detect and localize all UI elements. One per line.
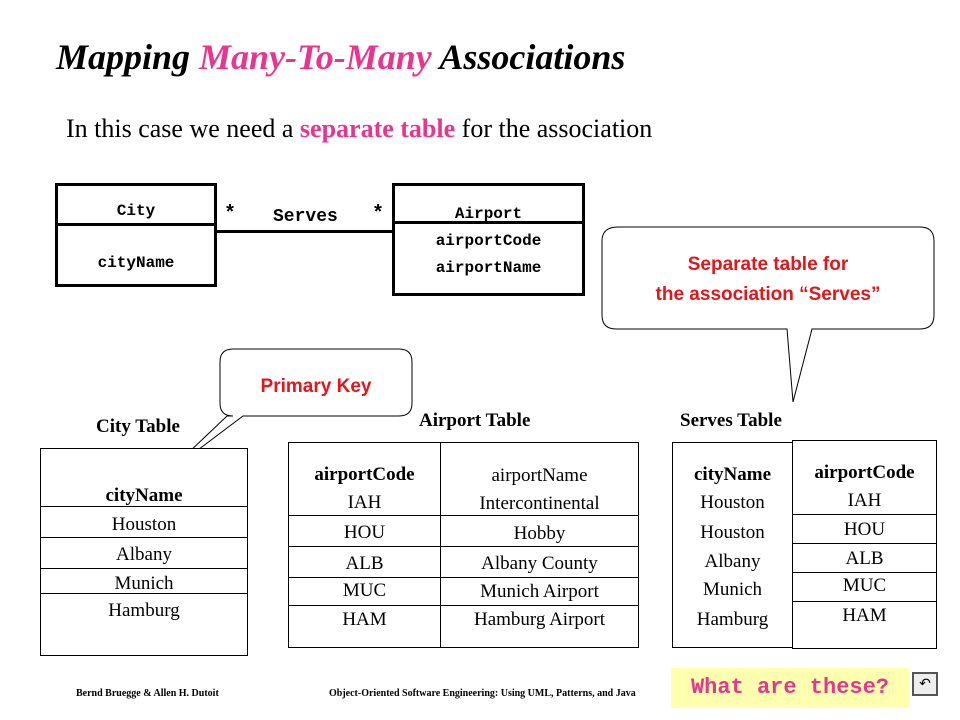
separate-table-bubble — [601, 226, 935, 403]
serves-code-row-5: HAM — [842, 605, 887, 626]
association-label: Serves — [273, 207, 338, 227]
footer-book: Object-Oriented Software Engineering: Us… — [329, 688, 636, 699]
serves-city-row-2: Houston — [700, 522, 765, 543]
serves-code-row-1: IAH — [847, 490, 882, 511]
multiplicity-left: * — [224, 203, 237, 226]
city-table-divider — [41, 506, 247, 507]
city-table-divider — [41, 568, 247, 569]
city-table-divider — [41, 593, 247, 594]
separate-table-callout-line2: the association “Serves” — [655, 284, 881, 305]
airport-code-divider — [289, 515, 440, 516]
association-line — [217, 230, 392, 233]
uml-airport-attr-code: airportCode — [435, 232, 542, 250]
serves-city-column: cityName Houston Houston Albany Munich H… — [672, 442, 793, 648]
uml-airport-attr-name: airportName — [435, 259, 542, 277]
airport-code-divider — [289, 577, 440, 578]
airport-name-row-2: Hobby — [513, 523, 566, 544]
city-row-1: Houston — [111, 514, 177, 535]
airport-table-title: Airport Table — [419, 410, 531, 431]
serves-city-row-3: Albany — [704, 551, 761, 572]
city-table-divider — [41, 537, 247, 538]
return-arrow-icon[interactable]: ↶ — [912, 672, 938, 696]
airport-code-divider — [289, 605, 440, 606]
uml-city-class: City cityName — [55, 183, 217, 287]
airport-code-row-3: ALB — [345, 553, 384, 574]
airport-name-row-4: Munich Airport — [480, 581, 599, 602]
serves-table-title: Serves Table — [680, 410, 782, 431]
airport-name-row-3: Albany County — [481, 553, 598, 574]
uml-city-divider — [58, 223, 214, 226]
airport-name-divider — [441, 577, 638, 578]
city-table: cityName Houston Albany Munich Hamburg — [40, 448, 248, 656]
uml-airport-name: Airport — [454, 205, 523, 223]
serves-code-row-4: MUC — [842, 575, 887, 596]
airport-code-header: airportCode — [314, 464, 415, 485]
city-table-header: cityName — [105, 485, 183, 506]
serves-code-divider — [793, 572, 936, 573]
what-are-these-link[interactable]: What are these? — [671, 668, 909, 708]
airport-code-row-5: HAM — [342, 609, 387, 630]
airport-name-column: airportName Intercontinental Hobby Alban… — [440, 442, 639, 648]
serves-city-row-1: Houston — [700, 492, 765, 513]
uml-city-name: City — [116, 202, 156, 220]
airport-code-row-2: HOU — [343, 522, 386, 543]
serves-city-header: cityName — [693, 464, 772, 485]
city-table-title: City Table — [96, 416, 180, 437]
separate-table-callout-line1: Separate table for — [687, 254, 849, 275]
serves-code-divider — [793, 543, 936, 544]
airport-code-row-4: MUC — [342, 580, 387, 601]
slide-subtitle: In this case we need a separate table fo… — [66, 114, 653, 143]
airport-name-row-1: Intercontinental — [479, 493, 600, 514]
uml-city-attr: cityName — [97, 254, 175, 272]
city-row-4: Hamburg — [108, 600, 180, 621]
airport-name-divider — [441, 546, 638, 547]
serves-city-row-4: Munich — [702, 579, 763, 600]
footer-authors: Bernd Bruegge & Allen H. Dutoit — [76, 688, 219, 699]
serves-code-header: airportCode — [814, 462, 915, 483]
airport-name-row-5: Hamburg Airport — [473, 609, 606, 630]
serves-code-column: airportCode IAH HOU ALB MUC HAM — [792, 440, 937, 649]
airport-name-divider — [441, 605, 638, 606]
uml-airport-class: Airport airportCode airportName — [392, 183, 585, 296]
airport-name-header: airportName — [491, 465, 588, 486]
airport-code-row-1: IAH — [347, 492, 382, 513]
airport-name-divider — [441, 515, 638, 516]
serves-code-divider — [793, 514, 936, 515]
airport-code-column: airportCode IAH HOU ALB MUC HAM — [288, 442, 441, 648]
primary-key-callout: Primary Key — [260, 376, 372, 397]
multiplicity-right: * — [372, 203, 385, 226]
serves-code-row-2: HOU — [843, 519, 886, 540]
uml-airport-divider — [395, 221, 582, 224]
serves-code-row-3: ALB — [845, 548, 884, 569]
slide-title: Mapping Many-To-Many Associations — [56, 37, 626, 77]
serves-city-row-5: Hamburg — [696, 609, 769, 630]
city-row-3: Munich — [114, 573, 174, 594]
airport-code-divider — [289, 546, 440, 547]
city-row-2: Albany — [116, 544, 172, 565]
primary-key-bubble — [165, 348, 413, 475]
serves-code-divider — [793, 601, 936, 602]
